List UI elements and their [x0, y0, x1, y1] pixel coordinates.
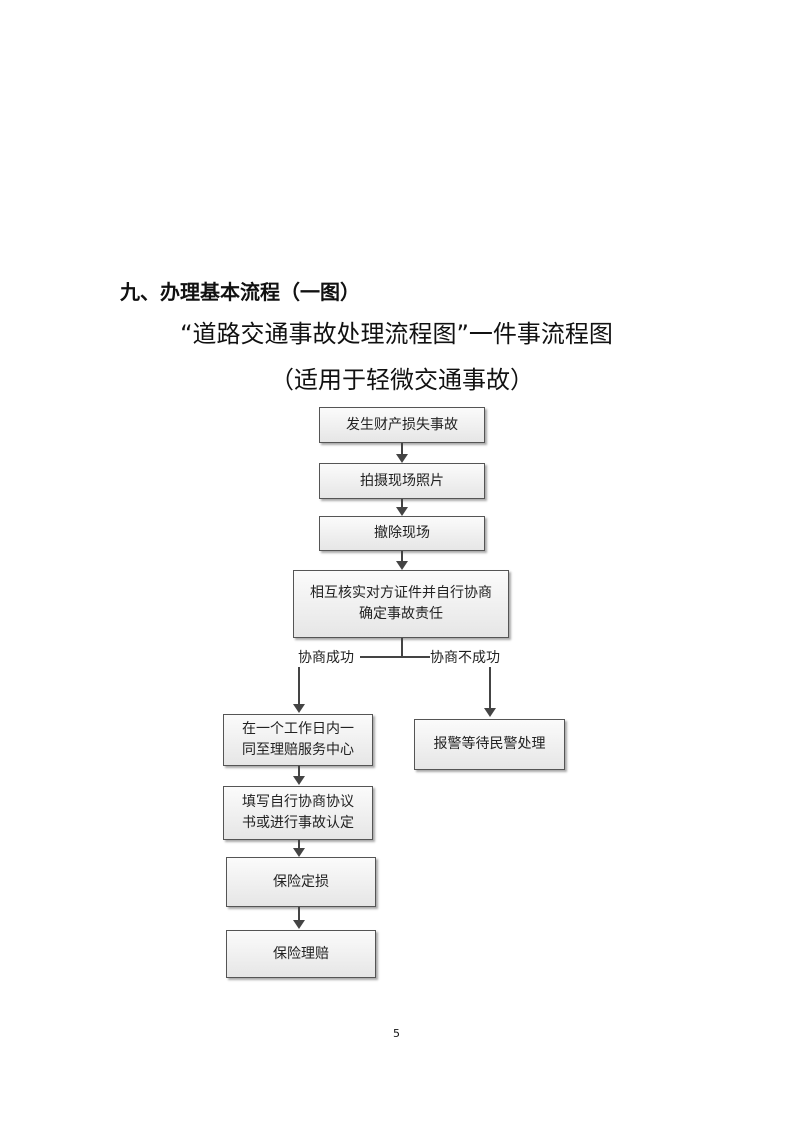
- branch-line: [360, 656, 430, 658]
- connector: [298, 667, 300, 705]
- step-insurance-assessment: 保险定损: [226, 857, 376, 907]
- step-go-to-claims-center: 在一个工作日内一 同至理赔服务中心: [223, 714, 373, 766]
- step-text: 在一个工作日内一: [242, 721, 354, 737]
- step-text: 同至理赔服务中心: [242, 742, 354, 758]
- step-text: 确定事故责任: [359, 606, 443, 622]
- arrow-down-icon: [484, 708, 496, 717]
- branch-label-success: 协商成功: [298, 647, 354, 667]
- arrow-down-icon: [293, 776, 305, 785]
- arrow-down-icon: [293, 848, 305, 857]
- connector: [401, 638, 403, 657]
- section-heading: 九、办理基本流程（一图）: [120, 280, 360, 304]
- connector: [401, 443, 403, 455]
- arrow-down-icon: [293, 704, 305, 713]
- connector: [489, 667, 491, 709]
- step-fill-agreement: 填写自行协商协议 书或进行事故认定: [223, 786, 373, 840]
- connector: [401, 499, 403, 508]
- document-title: “道路交通事故处理流程图”一件事流程图: [180, 320, 613, 348]
- document-subtitle: （适用于轻微交通事故）: [270, 366, 534, 394]
- step-text: 填写自行协商协议: [242, 794, 354, 810]
- step-accident-occurs: 发生财产损失事故: [319, 407, 485, 443]
- connector: [298, 907, 300, 921]
- step-text: 相互核实对方证件并自行协商: [310, 585, 492, 601]
- branch-label-fail: 协商不成功: [430, 647, 500, 667]
- step-text: 书或进行事故认定: [242, 815, 354, 831]
- page-number: 5: [393, 1027, 400, 1040]
- connector: [298, 766, 300, 777]
- step-insurance-claim: 保险理赔: [226, 930, 376, 978]
- step-verify-negotiate: 相互核实对方证件并自行协商 确定事故责任: [293, 570, 509, 638]
- arrow-down-icon: [293, 920, 305, 929]
- step-clear-scene: 撤除现场: [319, 516, 485, 551]
- connector: [298, 840, 300, 849]
- step-call-police: 报警等待民警处理: [414, 719, 565, 770]
- arrow-down-icon: [396, 561, 408, 570]
- step-take-photos: 拍摄现场照片: [319, 463, 485, 499]
- arrow-down-icon: [396, 454, 408, 463]
- arrow-down-icon: [396, 507, 408, 516]
- connector: [401, 551, 403, 562]
